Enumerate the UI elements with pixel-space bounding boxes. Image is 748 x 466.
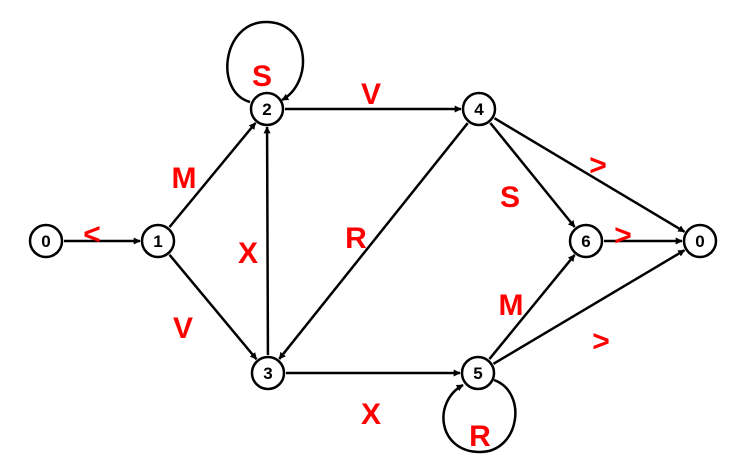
edge-label-n4-end: >	[589, 149, 607, 182]
edge-label-start-n1: <	[83, 218, 101, 251]
node-label: 3	[263, 364, 272, 383]
node-n4: 4	[461, 91, 497, 127]
edge-label-n6-end: >	[614, 219, 632, 252]
node-circle	[249, 91, 285, 127]
node-circle	[140, 223, 176, 259]
edge-n5-end	[492, 249, 686, 365]
nodes-layer: 0 1 2 3 4 5 6 0	[28, 91, 718, 391]
node-circle	[250, 355, 286, 391]
edge-label-n2-n4: V	[361, 78, 381, 111]
node-circle	[460, 355, 496, 391]
edge-labels-layer: < M V S V X X R S > R M > >	[83, 60, 632, 453]
edges-layer	[64, 20, 686, 454]
node-label: 2	[262, 100, 271, 119]
node-circle	[568, 223, 604, 259]
edge-n4-n3	[278, 122, 469, 360]
node-n6: 6	[568, 223, 604, 259]
edge-label-n5-n6: M	[499, 289, 524, 322]
edge-label-n3-n2: X	[238, 237, 258, 270]
node-end: 0	[682, 223, 718, 259]
node-n3: 3	[250, 355, 286, 391]
edge-label-n5-n5: R	[469, 420, 491, 453]
edge-n1-n2	[168, 122, 257, 228]
node-circle	[28, 223, 64, 259]
edge-n4-n6	[489, 122, 576, 228]
edge-n4-end	[493, 117, 686, 233]
edge-n2-n2	[226, 20, 305, 104]
edge-label-n2-n2: S	[252, 60, 272, 93]
edge-label-n1-n3: V	[173, 312, 193, 345]
edge-label-n3-n5: X	[361, 398, 381, 431]
edge-n1-n3	[168, 254, 258, 360]
node-label: 0	[695, 232, 704, 251]
node-label: 5	[473, 364, 482, 383]
node-start: 0	[28, 223, 64, 259]
node-circle	[682, 223, 718, 259]
node-circle	[461, 91, 497, 127]
edge-n3-n2	[263, 126, 271, 356]
edge-label-n4-n6: S	[500, 181, 520, 214]
edge-n5-n6	[488, 254, 576, 360]
edge-label-n5-end: >	[592, 325, 610, 358]
node-label: 1	[153, 232, 162, 251]
node-n2: 2	[249, 91, 285, 127]
node-n1: 1	[140, 223, 176, 259]
node-label: 0	[41, 232, 50, 251]
node-n5: 5	[460, 355, 496, 391]
edge-label-n1-n2: M	[172, 162, 197, 195]
edge-n5-n5	[442, 378, 517, 454]
node-label: 4	[474, 100, 484, 119]
edge-label-n4-n3: R	[345, 222, 367, 255]
node-label: 6	[581, 232, 590, 251]
